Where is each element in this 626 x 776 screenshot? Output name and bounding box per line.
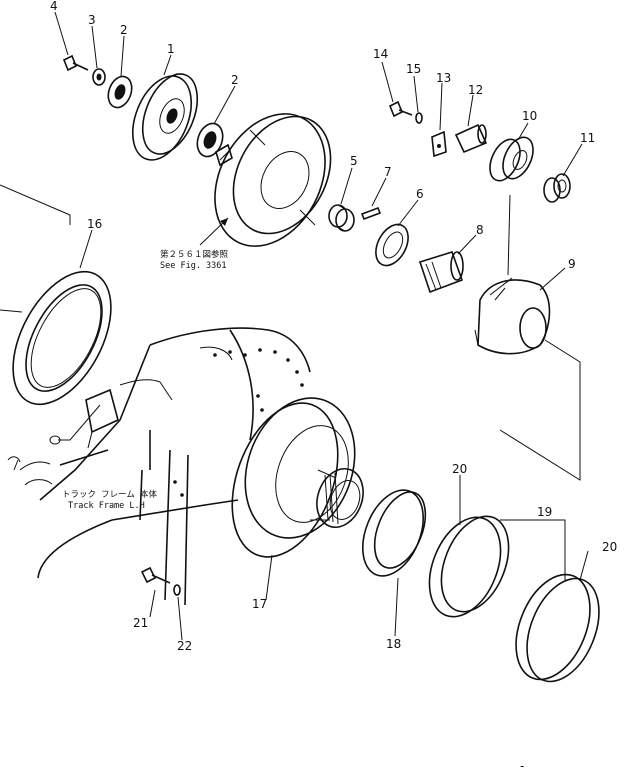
part-4-bolt [62, 54, 89, 72]
callout-9: 9 [568, 257, 576, 271]
part-11-bearing [543, 173, 571, 203]
part-22-washer [173, 584, 181, 596]
see-fig-note-jp: 第２５６１図参照 [160, 249, 229, 260]
callout-13: 13 [436, 71, 451, 85]
part-2-bearing-b [196, 122, 224, 158]
part-2-bearing-a [107, 75, 133, 109]
part-14-bolt [388, 100, 413, 118]
part-21-bolt [140, 566, 171, 584]
callout-5: 5 [350, 154, 358, 168]
part-9-carrier [474, 277, 551, 355]
part-5-bushing [328, 204, 355, 232]
part-20-ring-left [428, 515, 510, 618]
part-6-washer [375, 223, 409, 267]
callout-17: 17 [252, 597, 267, 611]
callout-20-right: 20 [602, 540, 617, 554]
reference-arrow [199, 217, 229, 246]
page-mark: - [520, 759, 524, 773]
part-3-washer [92, 68, 106, 86]
track-frame [7, 327, 311, 606]
callout-21: 21 [133, 616, 148, 630]
diagram-notes: 第２５６１図参照 See Fig. 3361 トラック フレーム 本体 Trac… [62, 249, 229, 511]
callout-16: 16 [87, 217, 102, 231]
part-20-ring-right [515, 573, 600, 683]
see-fig-note-en: See Fig. 3361 [160, 261, 227, 271]
callout-2-upper: 2 [120, 23, 128, 37]
callout-1: 1 [167, 42, 175, 56]
part-12-pin [454, 123, 488, 154]
part-8-shaft [418, 251, 464, 294]
callout-11: 11 [580, 131, 595, 145]
callout-10: 10 [522, 109, 537, 123]
callout-3: 3 [88, 13, 96, 27]
leader-lines [54, 11, 589, 641]
callout-2-lower: 2 [231, 73, 239, 87]
part-18-seal [362, 489, 427, 577]
callout-7: 7 [384, 165, 392, 179]
part-1-gear [131, 73, 199, 161]
callout-18: 18 [386, 637, 401, 651]
part-15-washer [415, 112, 423, 124]
callout-labels: 1 2 2 3 4 5 6 7 8 9 10 11 12 13 14 15 16… [50, 0, 617, 653]
callout-15: 15 [406, 62, 421, 76]
callout-6: 6 [416, 187, 424, 201]
part-7-pin [360, 206, 382, 221]
callout-8: 8 [476, 223, 484, 237]
track-frame-note-en: Track Frame L.H [68, 501, 145, 511]
callout-22: 22 [177, 639, 192, 653]
callout-14: 14 [373, 47, 388, 61]
part-17-hub [231, 397, 364, 558]
part-16-ring [0, 184, 112, 406]
frame-ring-holes [173, 348, 304, 497]
callout-20-left: 20 [452, 462, 467, 476]
callout-19: 19 [537, 505, 552, 519]
carrier-housing [214, 113, 332, 247]
track-frame-note-jp: トラック フレーム 本体 [62, 489, 157, 500]
part-10-planet-gear [489, 136, 534, 182]
callout-12: 12 [468, 83, 483, 97]
part-13-plate [431, 130, 447, 158]
callout-4: 4 [50, 0, 58, 13]
